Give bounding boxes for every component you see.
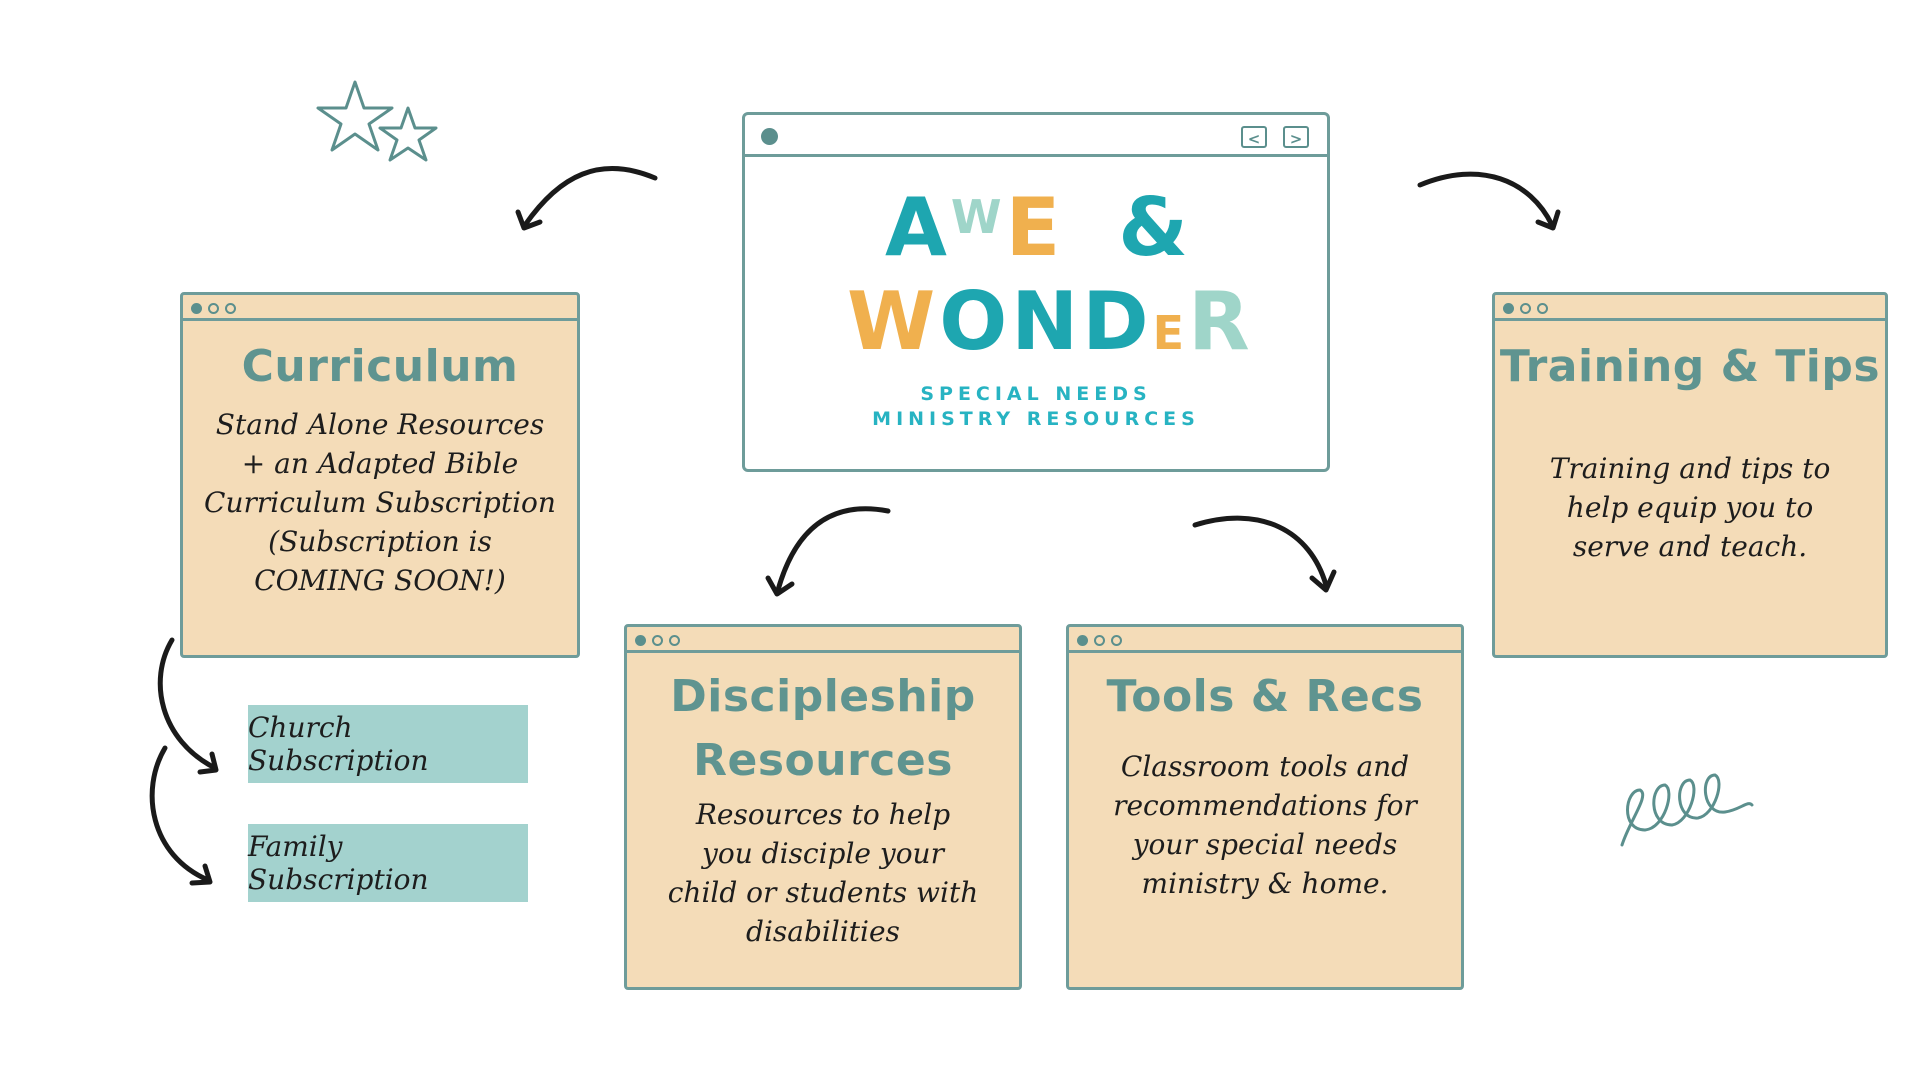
description-line: + an Adapted Bible (241, 446, 519, 480)
arrow-to-church-subscription (157, 637, 218, 771)
chevron-left-icon[interactable]: < (1241, 126, 1267, 148)
logo-letter: D (1082, 275, 1153, 368)
description-line: recommendations for (1113, 788, 1417, 822)
card-titlebar (1069, 627, 1461, 653)
logo-tagline-2: MINISTRY RESOURCES (872, 408, 1200, 430)
window-dot (191, 303, 202, 314)
loop-squiggle-icon (1620, 773, 1754, 847)
logo-tagline-1: SPECIAL NEEDS (920, 383, 1152, 405)
logo-letter: E (1005, 181, 1065, 274)
description-line: child or students with (667, 876, 979, 909)
description-line: (Subscription is (268, 524, 492, 558)
training-card[interactable]: Training & Tips Training and tips to hel… (1492, 292, 1888, 658)
card-titlebar (627, 627, 1019, 653)
training-title: Training & Tips (1499, 341, 1881, 392)
window-dot (225, 303, 236, 314)
window-dot (1094, 635, 1105, 646)
stars-doodle-icon (316, 80, 438, 162)
curriculum-description: Stand Alone Resources + an Adapted Bible… (183, 405, 577, 600)
window-dot (1520, 303, 1531, 314)
training-description: Training and tips to help equip you to s… (1495, 449, 1885, 566)
curriculum-card[interactable]: Curriculum Stand Alone Resources + an Ad… (180, 292, 580, 658)
discipleship-title: Discipleship Resources (627, 665, 1019, 793)
logo-line-1: AWE & (885, 181, 1192, 274)
discipleship-description: Resources to help you disciple your chil… (627, 795, 1019, 951)
window-dot (1111, 635, 1122, 646)
description-line: you disciple your (702, 837, 944, 870)
window-dot (652, 635, 663, 646)
description-line: Classroom tools and (1120, 749, 1410, 783)
logo-letter: W (950, 190, 1006, 244)
chevron-right-icon[interactable]: > (1283, 126, 1309, 148)
description-line: disabilities (746, 915, 900, 948)
logo-letter: W (847, 275, 940, 368)
description-line: your special needs (1132, 827, 1398, 861)
description-line: COMING SOON!) (254, 563, 506, 597)
description-line: Curriculum Subscription (204, 485, 556, 519)
description-line: ministry & home. (1141, 866, 1389, 900)
arrow-to-curriculum (522, 166, 658, 228)
logo-line-2: WONDER (847, 275, 1254, 368)
card-titlebar (183, 295, 577, 321)
arrow-to-tools (1192, 515, 1329, 588)
description-line: help equip you to (1566, 490, 1814, 524)
description-line: Training and tips to (1549, 451, 1831, 485)
tools-card[interactable]: Tools & Recs Classroom tools and recomme… (1066, 624, 1464, 990)
window-dot (1077, 635, 1088, 646)
logo-letter: R (1188, 275, 1254, 368)
logo-letter: E (1152, 306, 1189, 360)
church-subscription-label: Church Subscription (248, 711, 429, 777)
logo-letter: & (1118, 181, 1192, 274)
logo-letter (1064, 181, 1096, 274)
window-dot (1503, 303, 1514, 314)
discipleship-card[interactable]: Discipleship Resources Resources to help… (624, 624, 1022, 990)
description-line: Resources to help (695, 798, 951, 831)
family-subscription-label: Family Subscription (248, 830, 429, 896)
description-line: Stand Alone Resources (215, 407, 545, 441)
arrow-to-discipleship (775, 506, 891, 593)
card-titlebar (1495, 295, 1885, 321)
logo-window-titlebar: < > (745, 115, 1327, 157)
tools-title: Tools & Recs (1106, 671, 1424, 722)
church-subscription-button[interactable]: Church Subscription (248, 705, 528, 783)
logo-letter: A (885, 181, 951, 274)
logo-letter: N (1011, 275, 1083, 368)
arrow-to-training (1417, 171, 1555, 228)
window-dot (669, 635, 680, 646)
logo-window: < > AWE & WONDER SPECIAL NEEDS MINISTRY … (742, 112, 1330, 472)
family-subscription-button[interactable]: Family Subscription (248, 824, 528, 902)
title-line: Discipleship (670, 671, 976, 722)
window-dot (1537, 303, 1548, 314)
description-line: serve and teach. (1572, 529, 1808, 563)
arrow-to-family-subscription (149, 745, 211, 883)
window-dot (208, 303, 219, 314)
logo-letter: O (939, 275, 1012, 368)
tools-description: Classroom tools and recommendations for … (1069, 747, 1461, 903)
curriculum-title: Curriculum (241, 341, 519, 392)
window-dot (635, 635, 646, 646)
window-dot (761, 128, 778, 145)
title-line: Resources (693, 735, 953, 786)
